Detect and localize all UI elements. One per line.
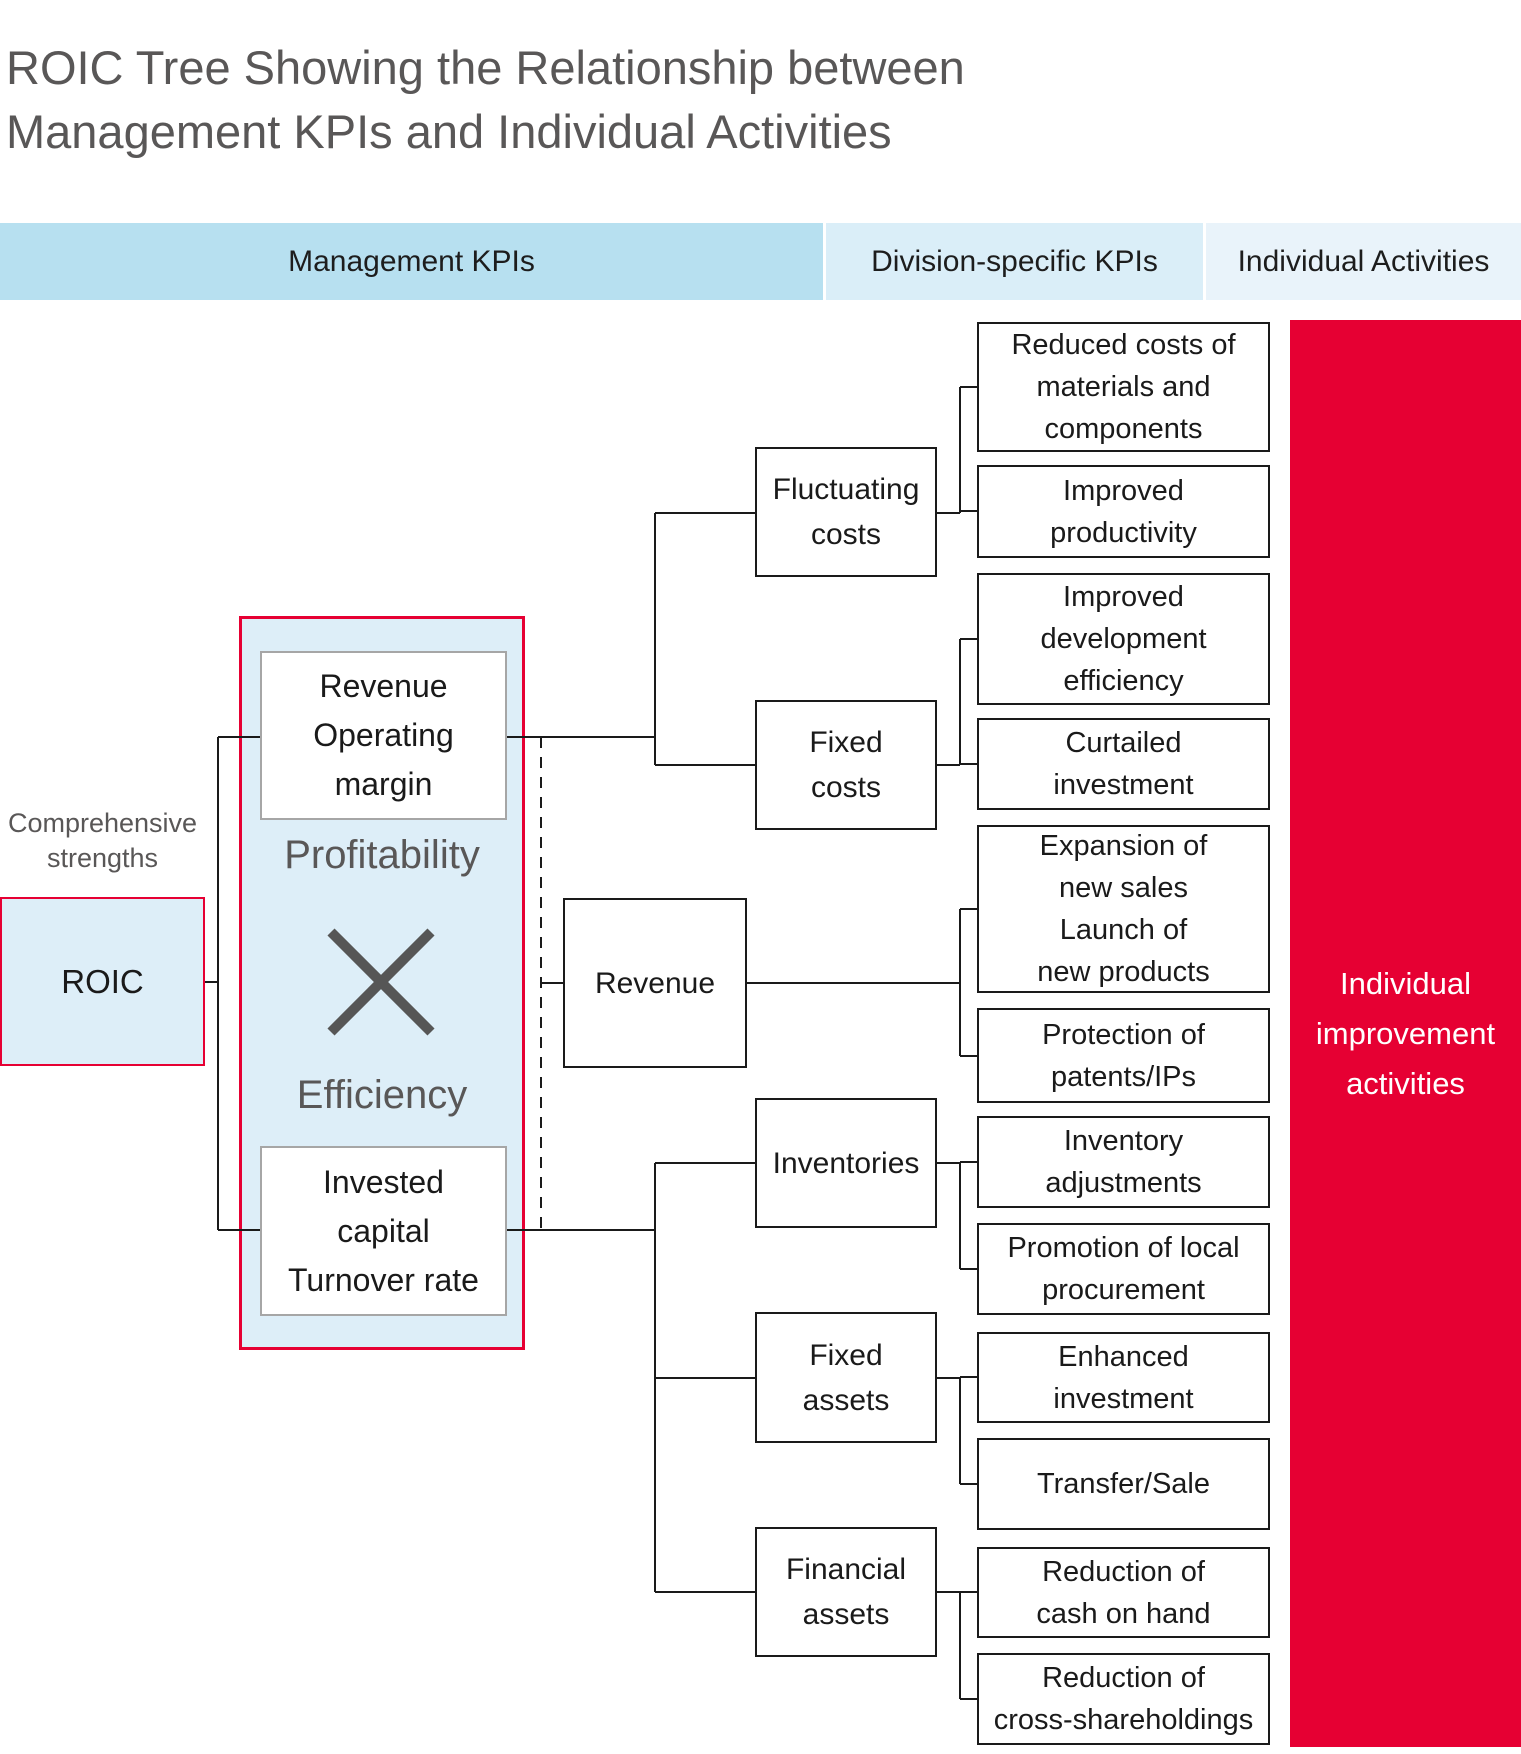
invested-capital-turnover-box: Invested capital Turnover rate xyxy=(260,1146,507,1316)
activity-transfer-sale: Transfer/Sale xyxy=(977,1438,1270,1530)
profitability-label: Profitability xyxy=(284,833,480,877)
comprehensive-strengths-caption: Comprehensive strengths xyxy=(7,808,198,873)
activity-improved-development: Improved development efficiency xyxy=(977,573,1270,705)
activity-protection-patents: Protection of patents/IPs xyxy=(977,1008,1270,1103)
activity-improved-productivity: Improved productivity xyxy=(977,465,1270,558)
roic-label: ROIC xyxy=(61,962,144,1000)
header-label-individual-activities: Individual Activities xyxy=(1237,244,1490,278)
header-label-management-kpis: Management KPIs xyxy=(288,244,535,278)
activity-reduction-cash: Reduction of cash on hand xyxy=(977,1547,1270,1638)
activity-local-procurement: Promotion of local procurement xyxy=(977,1223,1270,1315)
activity-reduced-costs: Reduced costs of materials and component… xyxy=(977,322,1270,452)
header-band-management-kpis: Management KPIs xyxy=(0,223,823,300)
activity-inventory-adjustments: Inventory adjustments xyxy=(977,1116,1270,1208)
page-title: ROIC Tree Showing the Relationship betwe… xyxy=(6,41,965,158)
activity-enhanced-investment: Enhanced investment xyxy=(977,1332,1270,1423)
activity-reduction-cross-shareholdings: Reduction of cross-shareholdings xyxy=(977,1653,1270,1745)
individual-improvement-label: Individual improvement activities xyxy=(1315,965,1496,1101)
division-kpi-fluctuating-costs: Fluctuating costs xyxy=(755,447,937,577)
division-kpi-revenue: Revenue xyxy=(563,898,747,1068)
division-kpi-fixed-costs: Fixed costs xyxy=(755,700,937,830)
division-kpi-inventories: Inventories xyxy=(755,1098,937,1228)
header-band-individual-activities: Individual Activities xyxy=(1206,223,1521,300)
multiply-icon xyxy=(327,928,435,1036)
revenue-operating-margin-box: Revenue Operating margin xyxy=(260,651,507,820)
activity-expansion-new-sales: Expansion of new sales Launch of new pro… xyxy=(977,825,1270,993)
efficiency-label: Efficiency xyxy=(296,1073,468,1117)
roic-box: ROIC xyxy=(0,897,205,1066)
header-label-division-kpis: Division-specific KPIs xyxy=(871,244,1158,278)
individual-improvement-bar: Individual improvement activities xyxy=(1290,320,1521,1747)
division-kpi-fixed-assets: Fixed assets xyxy=(755,1312,937,1443)
division-kpi-financial-assets: Financial assets xyxy=(755,1527,937,1657)
header-band-division-kpis: Division-specific KPIs xyxy=(826,223,1203,300)
activity-curtailed-investment: Curtailed investment xyxy=(977,718,1270,810)
